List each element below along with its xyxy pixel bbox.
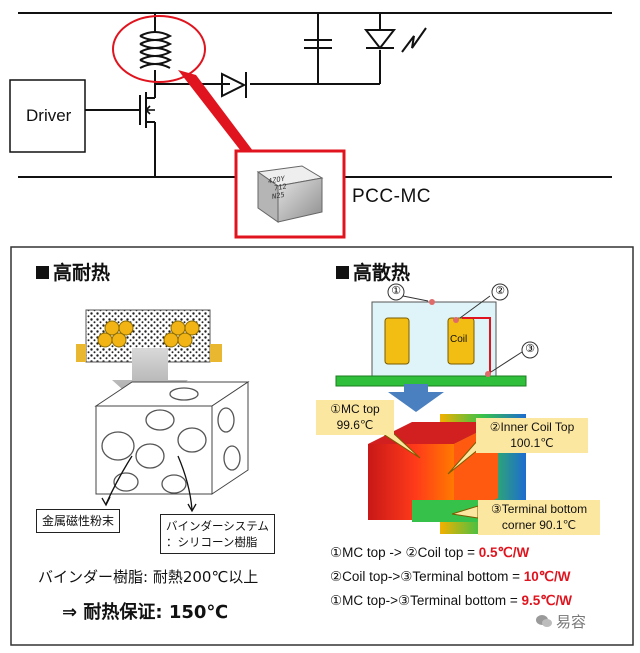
- result-text: ①MC top->③Terminal bottom =: [330, 593, 522, 608]
- result-text: ①MC top -> ②Coil top =: [330, 545, 479, 560]
- capacitor-symbol: [304, 39, 332, 49]
- pcc-mc-chip-image: [256, 165, 324, 223]
- wechat-icon: [536, 615, 552, 627]
- thermal-resistance-row: ①MC top -> ②Coil top = 0.5℃/W: [330, 545, 529, 561]
- heat-dissipation-title: 高散热: [336, 258, 410, 285]
- callout-line: ③Terminal bottom: [490, 502, 588, 516]
- marker-1: ①: [391, 284, 401, 297]
- magnified-material-cube: [94, 381, 250, 495]
- result-value: 9.5℃/W: [521, 593, 572, 608]
- coil-highlight-circle: [112, 15, 206, 83]
- binder-line-1: バインダーシステム: [166, 519, 269, 533]
- core-cross-section: [76, 309, 222, 363]
- terminal-bottom-callout: ③Terminal bottom corner 90.1℃: [478, 500, 600, 535]
- heat-guarantee: ⇒ 耐热保证: 150℃: [62, 602, 229, 623]
- watermark: 易容: [556, 613, 587, 631]
- label-pointer-lines: [101, 455, 197, 513]
- callout-line: ①MC top: [330, 402, 380, 416]
- marker-2: ②: [495, 284, 505, 297]
- zoom-callout-lines: [178, 70, 256, 155]
- bullet-square-icon: [336, 266, 349, 279]
- callout-line: corner 90.1℃: [501, 518, 577, 532]
- thermal-resistance-row: ①MC top->③Terminal bottom = 9.5℃/W: [330, 593, 572, 609]
- result-text: ②Coil top->③Terminal bottom =: [330, 569, 524, 584]
- callout-line: ②Inner Coil Top: [489, 420, 575, 434]
- circuit-schematic: [18, 12, 612, 178]
- bullet-square-icon: [36, 266, 49, 279]
- heat-dissipation-title-text: 高散热: [353, 262, 411, 284]
- binder-resin-note: バインダー樹脂: 耐熱200℃以上: [38, 568, 259, 586]
- metal-powder-label: 金属磁性粉末: [36, 509, 121, 533]
- led-symbol: [363, 27, 427, 53]
- callout-line: 99.6℃: [336, 418, 374, 432]
- package-model: [335, 283, 539, 387]
- heat-resistance-title-text: 高耐热: [53, 262, 111, 284]
- driver-box: [9, 79, 86, 153]
- result-value: 0.5℃/W: [478, 545, 530, 560]
- component-label: PCC-MC: [352, 186, 431, 207]
- coil-label: Coil: [450, 334, 468, 345]
- binder-line-2: ：シリコーン樹脂: [166, 535, 258, 549]
- coil-symbol: [139, 31, 173, 69]
- inner-coil-callout: ②Inner Coil Top 100.1℃: [476, 418, 588, 453]
- blue-down-arrow-icon: [388, 384, 444, 412]
- marker-3: ③: [525, 342, 535, 355]
- diode-symbol: [221, 72, 247, 98]
- chip-marking: 4ZOY 712 N25: [268, 174, 287, 201]
- thermal-resistance-row: ②Coil top->③Terminal bottom = 10℃/W: [330, 569, 570, 585]
- result-value: 10℃/W: [523, 569, 571, 584]
- down-arrow-icon: [112, 348, 188, 414]
- mc-top-callout: ①MC top 99.6℃: [316, 400, 394, 435]
- callout-line: 100.1℃: [510, 436, 554, 450]
- driver-label: Driver: [26, 106, 72, 125]
- heat-resistance-title: 高耐热: [36, 258, 110, 285]
- mosfet-arrow-icon: [144, 105, 155, 115]
- binder-system-label: バインダーシステム ：シリコーン樹脂: [160, 514, 275, 554]
